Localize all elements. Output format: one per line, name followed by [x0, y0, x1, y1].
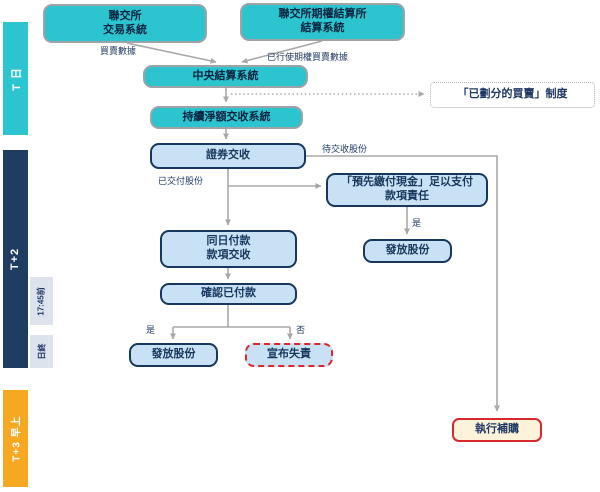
- node-declare-default: 宣布失責: [245, 343, 333, 367]
- edge-label-shares-delivered: 已交付股份: [158, 176, 204, 186]
- timeline-label-1745-cutoff: 17:45前: [30, 277, 53, 325]
- node-release-shares-right: 發放股份: [363, 239, 452, 263]
- node-declare-default-label: 宣布失責: [267, 348, 311, 361]
- node-exchange-trading-system: 聯交所 交易系統: [43, 4, 207, 43]
- node-exchange-trading-system-line1: 聯交所: [108, 9, 142, 22]
- node-confirm-payment: 確認已付款: [160, 283, 297, 305]
- timeline-bar-t-plus-3-morning: T+3 早上: [3, 390, 28, 487]
- node-prepayment-line2: 款項責任: [385, 190, 429, 202]
- node-isolated-trades-label: 「已劃分的買賣」制度: [457, 88, 568, 101]
- edge-label-no-paid: 否: [296, 325, 306, 335]
- node-options-clearing-system: 聯交所期權結算所 結算系統: [240, 3, 405, 41]
- node-execute-buy-in-label: 執行補購: [475, 423, 519, 436]
- edge-label-exercised-options-data: 已行使期權買賣數據: [267, 52, 349, 62]
- timeline-bar-t-plus-2: T+2: [3, 150, 28, 368]
- node-securities-settlement-label: 證券交收: [206, 149, 250, 162]
- timeline-bar-t-plus-3-label: T+3 早上: [12, 415, 24, 462]
- node-release-shares-right-label: 發放股份: [385, 244, 430, 257]
- node-options-clearing-system-line1: 聯交所期權結算所: [278, 8, 367, 21]
- timeline-label-day-end-text: 日終: [37, 343, 46, 360]
- node-cns-system: 持續淨額交收系統: [150, 106, 303, 129]
- node-ccass: 中央結算系統: [143, 65, 308, 88]
- node-dvp-money-settlement: 同日付款 款項交收: [160, 230, 297, 268]
- node-securities-settlement: 證券交收: [150, 143, 306, 169]
- node-cns-system-label: 持續淨額交收系統: [182, 110, 271, 123]
- node-options-clearing-system-line2: 結算系統: [300, 22, 345, 34]
- timeline-label-1745-text: 17:45前: [37, 286, 46, 316]
- node-prepayment-sufficient: 「預先繳付現金」足以支付 款項責任: [326, 173, 488, 207]
- node-ccass-label: 中央結算系統: [192, 69, 259, 82]
- timeline-label-day-end: 日終: [30, 335, 53, 368]
- node-dvp-line1: 同日付款: [206, 235, 251, 248]
- edge-label-yes-paid: 是: [146, 325, 156, 335]
- node-prepayment-line1: 「預先繳付現金」足以支付: [341, 176, 473, 189]
- edge-label-trade-data: 買賣數據: [100, 46, 137, 56]
- node-release-shares-left: 發放股份: [129, 343, 218, 367]
- timeline-bar-t-day: T 日: [3, 22, 28, 135]
- edge-label-yes-prepaid: 是: [412, 218, 422, 228]
- node-dvp-line2: 款項交收: [206, 249, 251, 261]
- node-release-shares-left-label: 發放股份: [151, 348, 196, 361]
- node-confirm-payment-label: 確認已付款: [201, 287, 256, 300]
- node-execute-buy-in: 執行補購: [452, 418, 542, 442]
- timeline-bar-t-day-label: T 日: [10, 66, 23, 91]
- node-isolated-trades-regime: 「已劃分的買賣」制度: [430, 82, 595, 108]
- edge-label-shares-pending: 待交收股份: [322, 144, 368, 154]
- node-exchange-trading-system-line2: 交易系統: [103, 23, 147, 36]
- timeline-bar-t-plus-2-label: T+2: [9, 247, 22, 271]
